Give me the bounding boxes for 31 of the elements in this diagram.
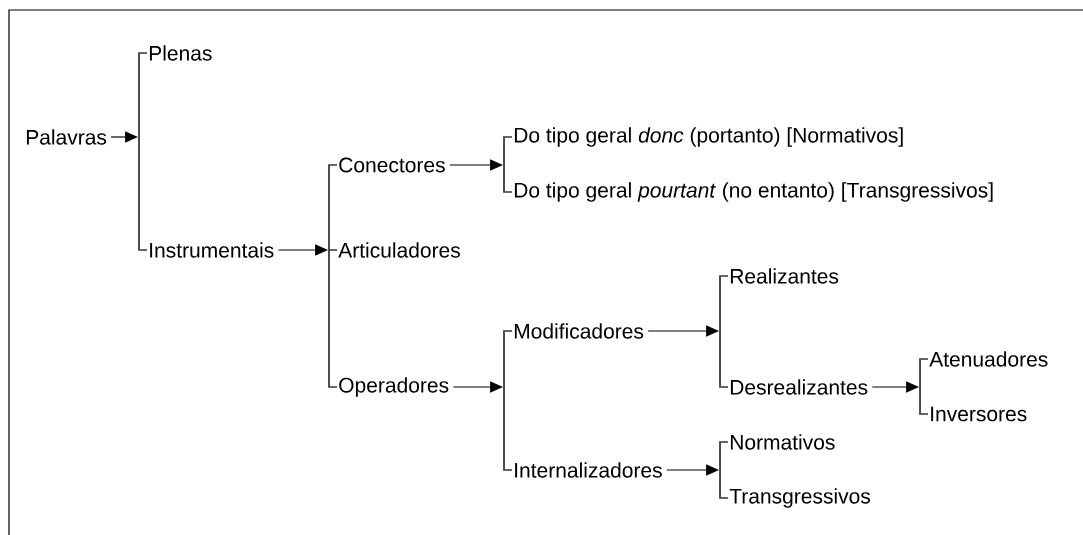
bracket-tick xyxy=(139,52,148,54)
term-label: Transgressivos xyxy=(729,488,871,508)
bracket-tick xyxy=(920,413,929,415)
term-label: Palavras xyxy=(26,129,107,145)
term-label: Internalizadores xyxy=(515,462,662,478)
bracket-tick xyxy=(504,469,513,471)
term-label: Instrumentais xyxy=(150,242,274,258)
term-label: Inversores xyxy=(931,406,1027,422)
bracket-tick xyxy=(720,441,729,443)
bracket-tick xyxy=(139,249,148,251)
bracket-tick xyxy=(720,275,729,277)
bracket-tick xyxy=(504,191,513,193)
bracket-tick xyxy=(920,358,929,360)
bracket-tick xyxy=(720,497,729,499)
term-label: Realizantes xyxy=(730,268,839,284)
bracket-tick xyxy=(504,136,513,138)
bracket-tick xyxy=(720,386,729,388)
term-label: Modificadores xyxy=(514,323,644,339)
bracket-tick xyxy=(329,386,338,388)
term-label: Articuladores xyxy=(338,242,460,258)
term-label: Atenuadores xyxy=(929,351,1048,367)
term-label: Normativos xyxy=(730,434,835,450)
bracket-tick xyxy=(329,249,338,251)
bracket-tick xyxy=(329,164,338,166)
term-label: Do tipo geral pourtant (no entanto) [Transgressivos] xyxy=(514,182,993,202)
term-label: Conectores xyxy=(339,157,445,173)
term-label: Plenas xyxy=(149,45,212,61)
term-label: Desrealizantes xyxy=(730,379,868,395)
term-label: Operadores xyxy=(339,377,449,397)
term-label: Do tipo geral donc (portanto) [Normativos] xyxy=(514,127,903,147)
bracket-tick xyxy=(504,330,513,332)
